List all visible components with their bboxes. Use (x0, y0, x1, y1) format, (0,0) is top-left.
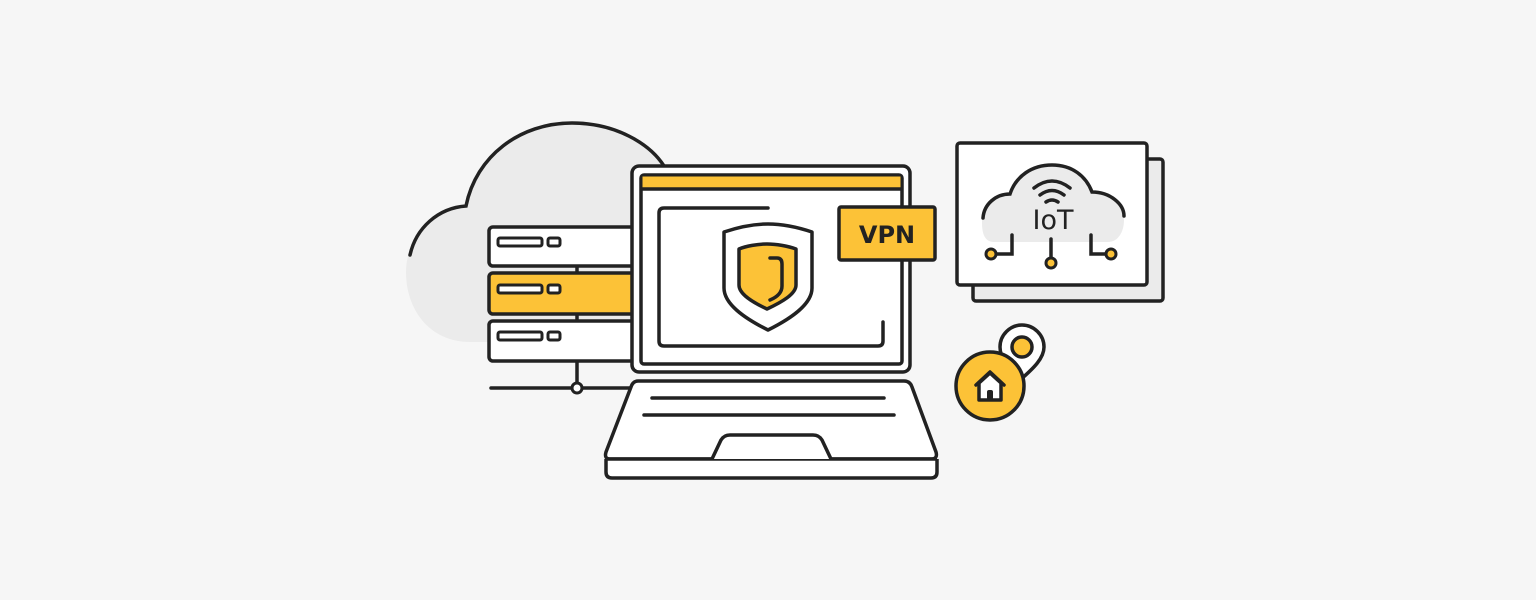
server-rack (487, 225, 641, 395)
server-unit-3 (487, 319, 641, 363)
location (954, 323, 1046, 422)
trackpad (710, 433, 833, 460)
server-unit-1 (487, 225, 641, 268)
iot-label: IoT (1033, 205, 1074, 236)
vpn-label: VPN (859, 221, 915, 249)
cloud-icon (981, 163, 1126, 242)
shield-icon (722, 222, 814, 332)
vpn-badge: VPN (837, 205, 937, 262)
home-icon (954, 350, 1026, 422)
wifi-icon (1032, 179, 1072, 204)
server-unit-2-active (487, 271, 641, 316)
laptop (603, 164, 939, 480)
circuit-node-icon (984, 233, 1118, 270)
iot-panel: IoT (955, 141, 1165, 303)
